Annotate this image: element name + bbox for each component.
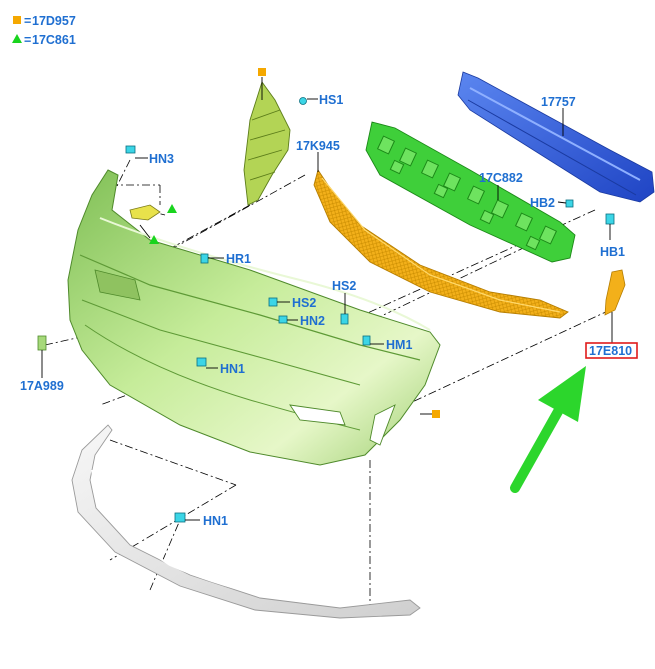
label-hs1: HS1 xyxy=(319,93,343,107)
energy-absorber-17C882 xyxy=(365,121,576,263)
legend-eq-1: = xyxy=(24,14,31,28)
clip-icon xyxy=(125,97,615,523)
green-triangle-icon xyxy=(167,204,177,213)
label-hs2-b: HS2 xyxy=(332,279,356,293)
lower-absorber-17K945 xyxy=(313,168,569,319)
highlight-box xyxy=(585,342,638,359)
label-hn3: HN3 xyxy=(149,152,174,166)
side-bracket xyxy=(129,204,177,244)
orange-square-icon xyxy=(432,410,440,418)
part-17A989 xyxy=(37,335,47,378)
label-hm1: HM1 xyxy=(386,338,412,352)
legend: = 17D957 = 17C861 xyxy=(12,14,76,47)
label-17a989: 17A989 xyxy=(20,379,64,393)
arrow-icon xyxy=(510,366,586,493)
label-hb2: HB2 xyxy=(530,196,555,210)
lower-trim xyxy=(71,424,421,619)
label-hs2-a: HS2 xyxy=(292,296,316,310)
legend-eq-2: = xyxy=(24,33,31,47)
label-hn2: HN2 xyxy=(300,314,325,328)
label-17e810: 17E810 xyxy=(589,344,632,358)
label-hr1: HR1 xyxy=(226,252,251,266)
label-17757: 17757 xyxy=(541,95,576,109)
upper-bracket xyxy=(243,68,291,206)
green-triangle-icon xyxy=(12,34,22,43)
callout-labels: HS1 HN3 17K945 17757 17C882 HB2 HB1 HR1 … xyxy=(20,93,638,528)
green-triangle-icon xyxy=(149,235,159,244)
label-hn1-a: HN1 xyxy=(220,362,245,376)
label-hb1: HB1 xyxy=(600,245,625,259)
label-17k945: 17K945 xyxy=(296,139,340,153)
bumper-reinforcement-17757 xyxy=(457,71,655,203)
orange-square-icon xyxy=(13,16,21,24)
leader-lines xyxy=(135,98,611,521)
orange-square-icon xyxy=(258,68,266,76)
legend-code-2: 17C861 xyxy=(32,33,76,47)
bumper-cover xyxy=(67,169,441,466)
part-17E810 xyxy=(604,269,626,343)
label-hn1-b: HN1 xyxy=(203,514,228,528)
label-17c882: 17C882 xyxy=(479,171,523,185)
legend-code-1: 17D957 xyxy=(32,14,76,28)
